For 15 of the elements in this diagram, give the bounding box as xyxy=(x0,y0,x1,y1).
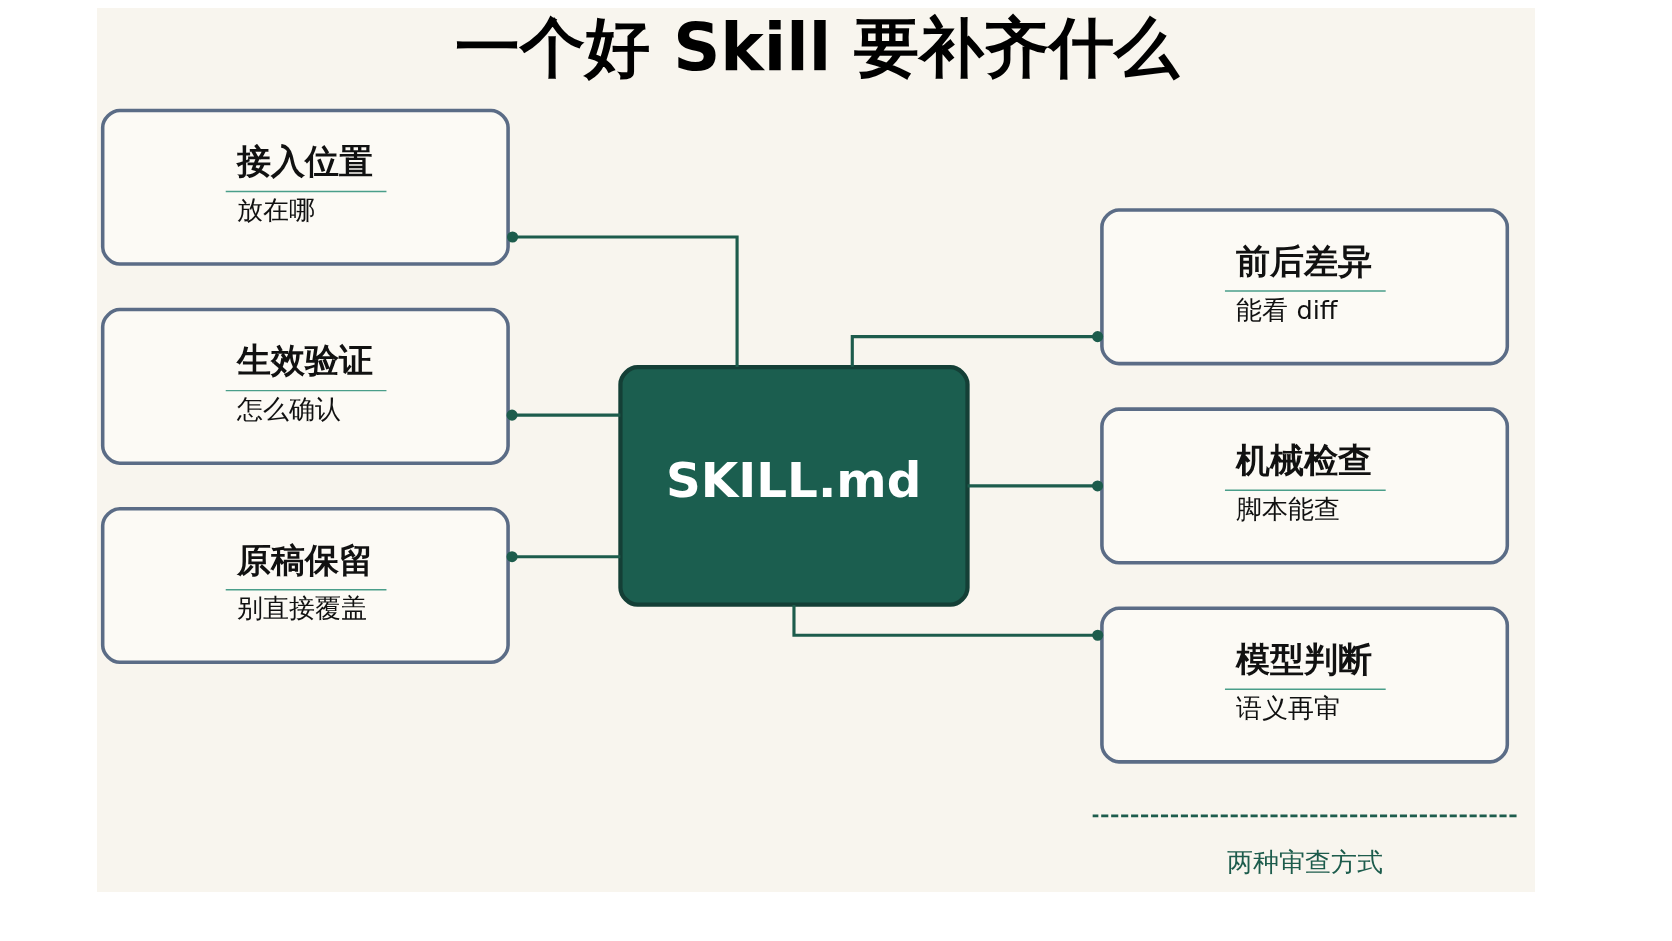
connector xyxy=(967,480,1103,492)
connector xyxy=(506,409,620,421)
connector xyxy=(506,231,739,367)
node-box: 生效验证 怎么确认 xyxy=(100,307,510,465)
connector xyxy=(791,605,1103,641)
node-box: 模型判断 语义再审 xyxy=(1099,606,1509,764)
connector xyxy=(506,551,620,563)
node-box: 接入位置 放在哪 xyxy=(100,108,510,266)
label: 两种审查方式 xyxy=(1226,846,1383,877)
diagram-title: 一个好 Skill 要补齐什么 xyxy=(454,9,1179,86)
connector xyxy=(850,331,1103,367)
node-box: 机械检查 脚本能查 xyxy=(1099,407,1509,565)
node-box: 前后差异 能看 diff xyxy=(1099,208,1509,366)
node-box: 原稿保留 别直接覆盖 xyxy=(100,506,510,665)
node-box: SKILL.md xyxy=(617,365,970,607)
